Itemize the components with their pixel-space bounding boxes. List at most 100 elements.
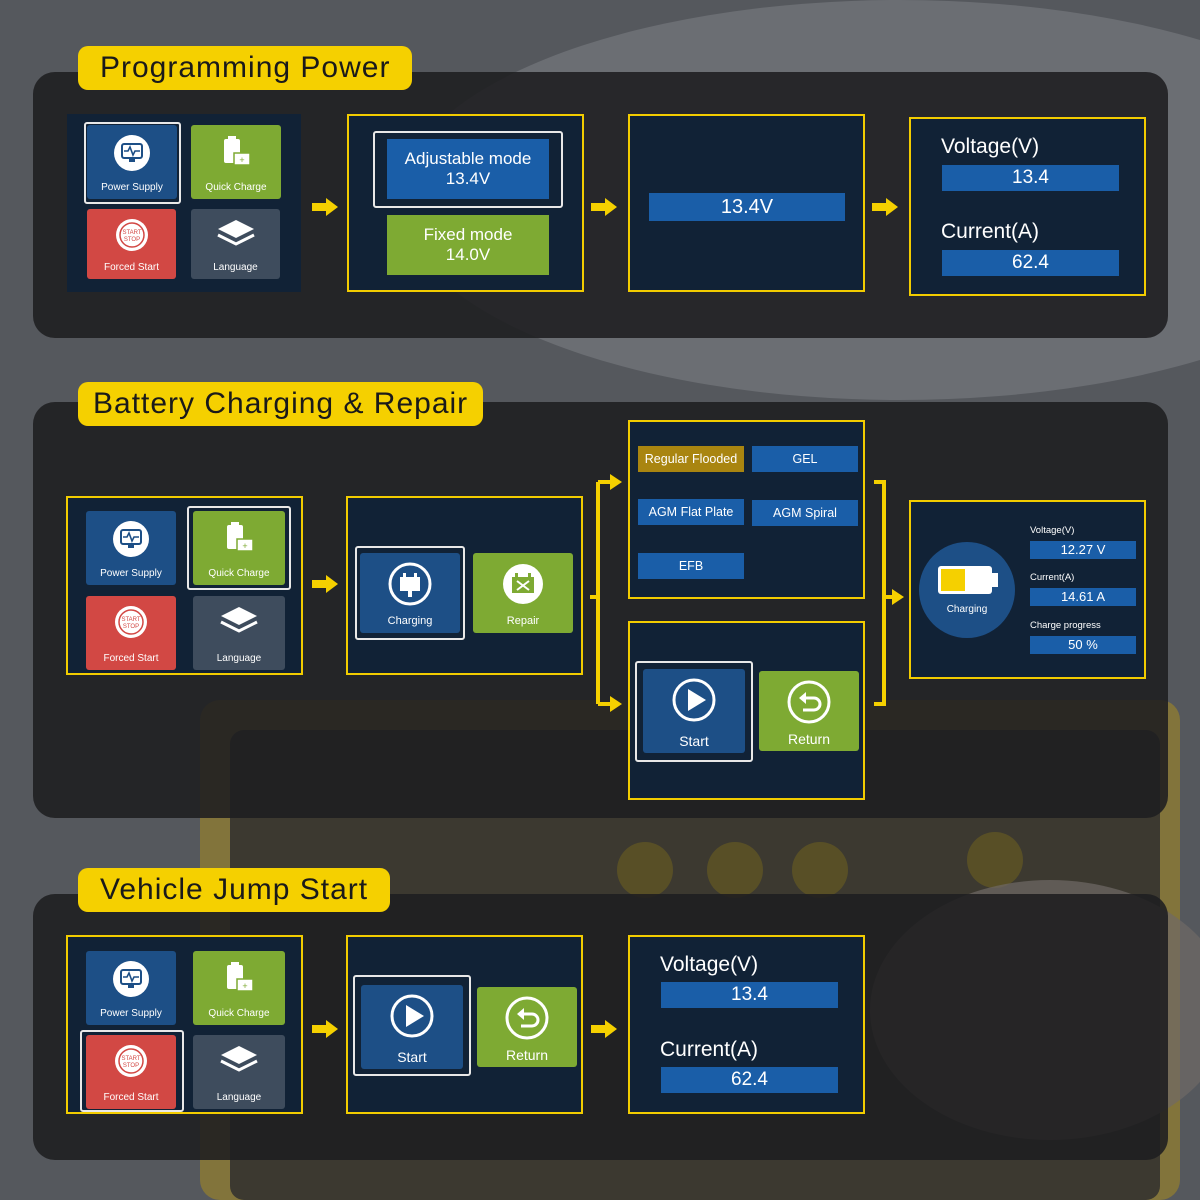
quick-charge-tile[interactable]: + Quick Charge [193,511,285,585]
svg-text:START: START [121,1056,140,1062]
status-voltage-value: 12.27 V [1030,541,1136,559]
fixed-mode-button[interactable]: Fixed mode 14.0V [387,215,549,275]
power-supply-tile[interactable]: Power Supply [86,951,176,1025]
battery-clipboard-icon: + [224,136,251,166]
play-icon [672,678,716,722]
selection-highlight [353,975,471,1076]
flow-arrow-icon [591,198,617,216]
power-supply-label: Power Supply [101,182,163,193]
status-current-label: Current(A) [1030,572,1075,583]
output-readout-panel: Voltage(V) 13.4 Current(A) 62.4 [628,935,865,1114]
battery-repair-icon [503,564,543,604]
branch-bracket-icon [590,474,622,712]
section-title-programming: Programming Power [78,46,413,90]
voltage-setting-value[interactable]: 13.4V [649,193,845,221]
power-supply-tile[interactable]: Power Supply [86,511,176,585]
current-value: 62.4 [661,1067,838,1093]
voltage-value: 13.4 [661,982,838,1008]
flow-arrow-icon [312,1020,338,1038]
svg-text:+: + [242,981,247,991]
monitor-pulse-icon [114,135,150,171]
battery-level-icon [938,566,998,594]
flow-arrow-icon [312,575,338,593]
quick-charge-tile[interactable]: + Quick Charge [193,951,285,1025]
battery-type-gel[interactable]: GEL [752,446,858,472]
merge-bracket-icon [874,480,904,706]
quick-charge-label: Quick Charge [208,1008,270,1019]
start-label: Start [397,1049,427,1065]
repair-button[interactable]: Repair [473,553,573,633]
battery-type-efb[interactable]: EFB [638,553,744,579]
adjustable-mode-button[interactable]: Adjustable mode 13.4V [387,139,549,199]
return-icon [787,680,831,724]
start-return-panel: Start Return [346,935,583,1114]
language-tile[interactable]: Language [193,1035,285,1109]
mode-select-panel: Adjustable mode 13.4V Fixed mode 14.0V [347,114,584,292]
svg-text:STOP: STOP [123,1063,139,1069]
output-readout-panel: Voltage(V) 13.4 Current(A) 62.4 [909,117,1146,296]
return-button[interactable]: Return [759,671,859,751]
current-label: Current(A) [941,220,1040,243]
charging-button[interactable]: Charging [360,553,460,633]
selection-highlight [635,661,753,762]
return-button[interactable]: Return [477,987,577,1067]
selection-highlight [355,546,465,640]
flow-arrow-icon [591,1020,617,1038]
forced-start-label: Forced Start [103,262,160,273]
battery-type-agm-flat-plate[interactable]: AGM Flat Plate [638,499,744,525]
flow-arrow-icon [872,198,898,216]
adjustable-mode-value: 13.4V [445,169,491,188]
layers-icon [220,607,258,633]
battery-type-regular-flooded[interactable]: Regular Flooded [638,446,744,472]
start-button[interactable]: Start [361,985,463,1069]
status-progress-value: 50 % [1030,636,1136,654]
voltage-label: Voltage(V) [660,953,759,976]
section-title-charging: Battery Charging & Repair [78,382,484,426]
power-supply-tile[interactable]: Power Supply [87,125,177,199]
current-value: 62.4 [942,250,1119,276]
charging-status-panel: Charging Voltage(V) 12.27 V Current(A) 1… [909,500,1146,679]
charging-indicator: Charging [919,542,1015,638]
quick-charge-tile[interactable]: + Quick Charge [191,125,281,199]
start-button[interactable]: Start [643,669,745,753]
flow-arrow-icon [312,198,338,216]
charge-mode-panel: Charging Repair [346,496,583,675]
adjustable-mode-label: Adjustable mode [404,149,532,168]
repair-label: Repair [506,615,540,627]
forced-start-label: Forced Start [103,653,159,664]
current-label: Current(A) [660,1038,759,1061]
start-return-panel: Start Return [628,621,865,800]
language-tile[interactable]: Language [191,209,280,279]
selection-highlight [187,506,291,590]
return-icon [505,996,549,1040]
selection-highlight [373,131,563,208]
voltage-label: Voltage(V) [941,135,1040,158]
forced-start-label: Forced Start [103,1092,159,1103]
voltage-value: 13.4 [942,165,1119,191]
battery-clipboard-icon: + [227,522,254,552]
svg-text:STOP: STOP [123,237,139,243]
battery-plug-icon [388,562,432,606]
section-title-jump: Vehicle Jump Start [78,868,391,912]
monitor-pulse-icon [113,521,149,557]
fixed-mode-label: Fixed mode [423,225,513,244]
status-voltage-label: Voltage(V) [1030,525,1075,536]
status-progress-label: Charge progress [1030,620,1101,631]
fixed-mode-value: 14.0V [445,245,491,264]
layers-icon [220,1046,258,1072]
charging-state-label: Charging [946,604,988,615]
language-label: Language [213,262,258,273]
battery-type-agm-spiral[interactable]: AGM Spiral [752,500,858,526]
language-tile[interactable]: Language [193,596,285,670]
svg-text:+: + [239,155,244,165]
quick-charge-label: Quick Charge [205,182,267,193]
return-label: Return [505,1047,549,1063]
